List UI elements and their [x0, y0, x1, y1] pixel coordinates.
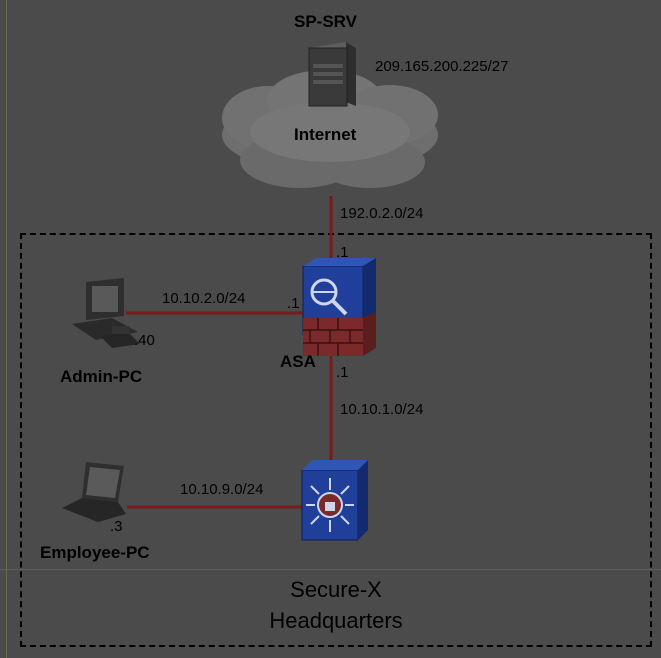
asa-outside-if: .1 — [336, 244, 349, 261]
admin-pc-label: Admin-PC — [60, 367, 143, 386]
asa-firewall-icon — [302, 258, 376, 356]
employee-pc-label: Employee-PC — [40, 543, 150, 562]
asa-label: ASA — [280, 352, 316, 371]
laptop-icon — [62, 462, 126, 522]
server-ip-label: 209.165.200.225/27 — [375, 58, 509, 75]
internet-link-network: 192.0.2.0/24 — [340, 205, 424, 222]
headquarters-boundary — [20, 233, 652, 647]
site-name-line2: Headquarters — [269, 608, 403, 633]
admin-link-network: 10.10.2.0/24 — [162, 290, 246, 307]
frame-left-border — [6, 0, 7, 658]
employee-host-address: .3 — [110, 518, 123, 535]
desktop-pc-icon — [72, 278, 140, 348]
switch-link-network: 10.10.1.0/24 — [340, 401, 424, 418]
admin-host-address: .40 — [134, 332, 155, 349]
site-name-line1: Secure-X — [290, 577, 382, 602]
asa-inside-if: .1 — [336, 364, 349, 381]
server-icon — [308, 42, 356, 107]
server-name-label: SP-SRV — [294, 12, 357, 31]
employee-link-network: 10.10.9.0/24 — [180, 481, 264, 498]
security-switch-icon — [301, 460, 368, 541]
frame-divider-line — [0, 569, 661, 570]
asa-admin-if: .1 — [287, 295, 300, 312]
cloud-label: Internet — [294, 125, 357, 144]
